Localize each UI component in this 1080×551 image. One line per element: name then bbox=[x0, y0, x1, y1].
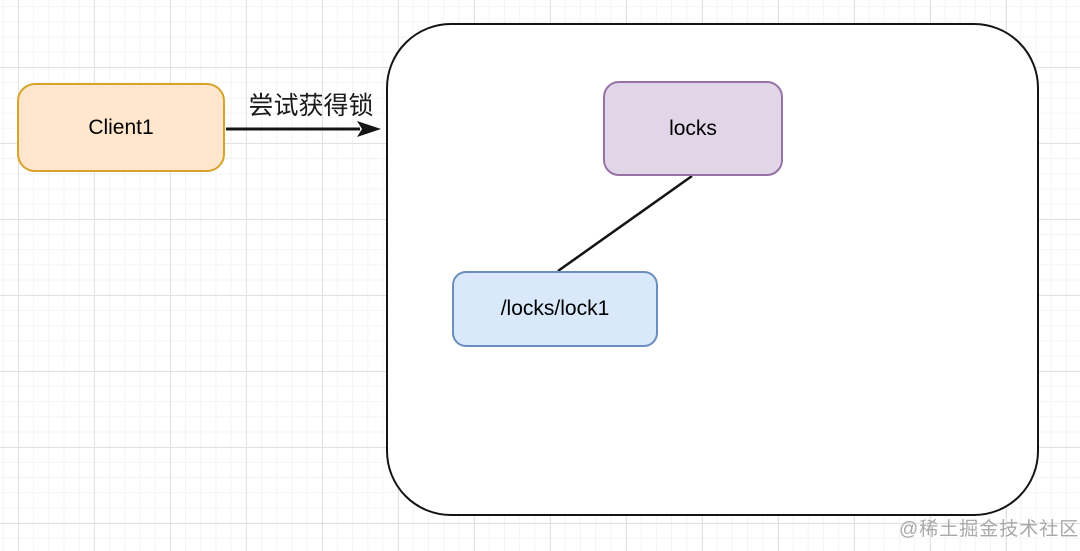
node-locks-label: locks bbox=[669, 116, 717, 140]
watermark: @稀土掘金技术社区 bbox=[899, 519, 1080, 540]
node-lock1: /locks/lock1 bbox=[452, 271, 658, 347]
node-locks: locks bbox=[603, 81, 783, 176]
acquire-lock-arrowhead bbox=[357, 121, 381, 137]
node-client1: Client1 bbox=[17, 83, 225, 172]
acquire-lock-edge-label: 尝试获得锁 bbox=[248, 92, 374, 120]
node-lock1-label: /locks/lock1 bbox=[500, 297, 610, 321]
node-client1-label: Client1 bbox=[88, 115, 154, 139]
